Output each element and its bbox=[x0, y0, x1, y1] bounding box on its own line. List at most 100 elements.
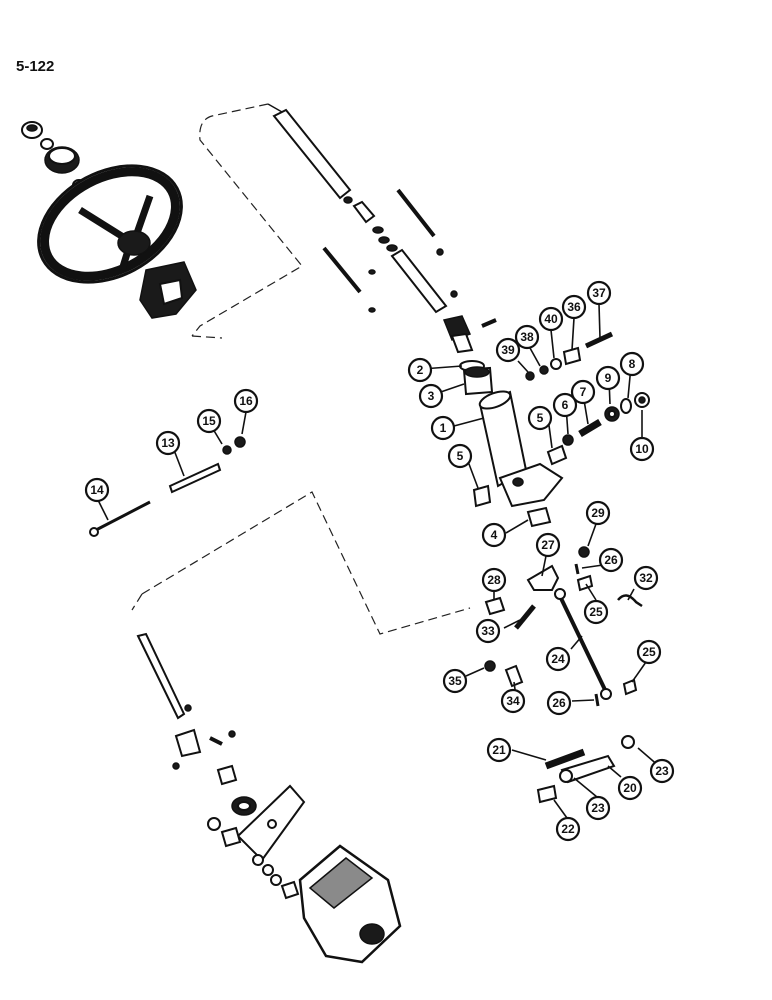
callout-label: 14 bbox=[90, 483, 104, 497]
parts-36-40-hardware bbox=[525, 331, 614, 381]
callout-10: 10 bbox=[629, 436, 655, 462]
callout-36: 36 bbox=[561, 294, 587, 320]
callout-label: 3 bbox=[428, 389, 435, 403]
pump-fittings-left bbox=[207, 817, 242, 848]
part-1-column-tube bbox=[478, 390, 564, 508]
callout-label: 7 bbox=[580, 385, 587, 399]
callout-label: 26 bbox=[552, 696, 566, 710]
page-number: 5-122 bbox=[16, 58, 55, 75]
callout-4: 4 bbox=[481, 522, 507, 548]
part-7-spring bbox=[578, 418, 602, 438]
callout-label: 16 bbox=[239, 394, 253, 408]
part-33-spring bbox=[514, 604, 536, 630]
callout-label: 8 bbox=[629, 357, 636, 371]
callout-14: 14 bbox=[84, 477, 110, 503]
part-25-pin-lower bbox=[622, 678, 638, 696]
callout-26-lower: 26 bbox=[546, 690, 572, 716]
callout-label: 24 bbox=[551, 652, 565, 666]
upper-steering-shaft bbox=[267, 103, 352, 200]
part-23-bushing-left bbox=[559, 769, 573, 783]
callout-label: 33 bbox=[481, 624, 495, 638]
pin-rod-left bbox=[322, 246, 376, 313]
callout-label: 10 bbox=[635, 442, 649, 456]
part-28-bolt bbox=[484, 596, 506, 616]
pump-mounting-plate bbox=[236, 784, 306, 862]
lower-intermediate-shaft bbox=[136, 632, 192, 720]
part-4-bushing bbox=[526, 506, 552, 528]
dashed-group-line-lower bbox=[141, 491, 471, 635]
part-3-bushing bbox=[462, 366, 494, 396]
universal-joint-lower bbox=[172, 728, 236, 770]
shaft-small-parts bbox=[343, 196, 398, 252]
callout-label: 28 bbox=[487, 573, 501, 587]
callout-39: 39 bbox=[495, 337, 521, 363]
callout-label: 9 bbox=[605, 371, 612, 385]
callout-23-lower: 23 bbox=[585, 795, 611, 821]
callout-label: 6 bbox=[562, 398, 569, 412]
part-27-bracket bbox=[526, 564, 560, 591]
callout-9: 9 bbox=[595, 365, 621, 391]
part-5-bushing-right bbox=[546, 444, 568, 466]
part-34-bolt bbox=[504, 664, 524, 688]
callout-6: 6 bbox=[552, 392, 578, 418]
callout-29: 29 bbox=[585, 500, 611, 526]
dashed-group-line-upper-2 bbox=[191, 335, 223, 339]
steering-wheel bbox=[37, 164, 183, 284]
callout-label: 13 bbox=[161, 436, 175, 450]
callout-5-left: 5 bbox=[447, 443, 473, 469]
hydraulic-pump bbox=[298, 844, 402, 964]
callout-1: 1 bbox=[430, 415, 456, 441]
callout-25-lower: 25 bbox=[636, 639, 662, 665]
part-21-spring bbox=[544, 748, 586, 770]
callout-3: 3 bbox=[418, 383, 444, 409]
callout-32: 32 bbox=[633, 565, 659, 591]
universal-joint-upper bbox=[442, 315, 497, 354]
part-9-nut bbox=[604, 406, 620, 422]
callout-label: 20 bbox=[623, 781, 637, 795]
callout-15: 15 bbox=[196, 408, 222, 434]
steering-column-shroud bbox=[139, 261, 197, 319]
callout-28: 28 bbox=[481, 567, 507, 593]
callout-27: 27 bbox=[535, 532, 561, 558]
part-10-nut bbox=[634, 392, 650, 408]
callout-25-upper: 25 bbox=[583, 599, 609, 625]
callout-label: 21 bbox=[492, 743, 506, 757]
pin-rod-upper-right bbox=[396, 188, 444, 256]
pump-bolt-top bbox=[216, 764, 238, 786]
callout-label: 37 bbox=[592, 286, 606, 300]
callout-label: 23 bbox=[591, 801, 605, 815]
callout-7: 7 bbox=[570, 379, 596, 405]
callout-37: 37 bbox=[586, 280, 612, 306]
part-13-pin bbox=[168, 462, 222, 494]
part-16-nut bbox=[234, 436, 246, 448]
callout-label: 25 bbox=[642, 645, 656, 659]
pump-seal bbox=[231, 796, 257, 816]
part-29-nut bbox=[578, 546, 590, 558]
callout-label: 38 bbox=[520, 330, 534, 344]
callout-label: 23 bbox=[655, 764, 669, 778]
callout-13: 13 bbox=[155, 430, 181, 456]
callout-38: 38 bbox=[514, 324, 540, 350]
dashed-group-line-upper bbox=[191, 103, 303, 337]
steering-wheel-nut bbox=[21, 121, 43, 139]
callout-label: 22 bbox=[561, 822, 575, 836]
callout-35: 35 bbox=[442, 668, 468, 694]
callout-label: 29 bbox=[591, 506, 605, 520]
callout-34: 34 bbox=[500, 688, 526, 714]
callout-21: 21 bbox=[486, 737, 512, 763]
callout-33: 33 bbox=[475, 618, 501, 644]
callout-label: 25 bbox=[589, 605, 603, 619]
callout-23-right: 23 bbox=[649, 758, 675, 784]
callout-label: 15 bbox=[202, 414, 216, 428]
part-23-bushing-right bbox=[621, 735, 635, 749]
part-24-rod bbox=[554, 588, 612, 700]
callout-label: 4 bbox=[491, 528, 498, 542]
callout-label: 27 bbox=[541, 538, 555, 552]
lower-steering-shaft bbox=[390, 248, 458, 314]
part-25-pin-upper bbox=[576, 574, 594, 592]
steering-wheel-washer bbox=[40, 138, 54, 150]
callout-5-right: 5 bbox=[527, 405, 553, 431]
callout-16: 16 bbox=[233, 388, 259, 414]
callout-label: 40 bbox=[544, 312, 558, 326]
part-22-bolt bbox=[536, 784, 558, 804]
